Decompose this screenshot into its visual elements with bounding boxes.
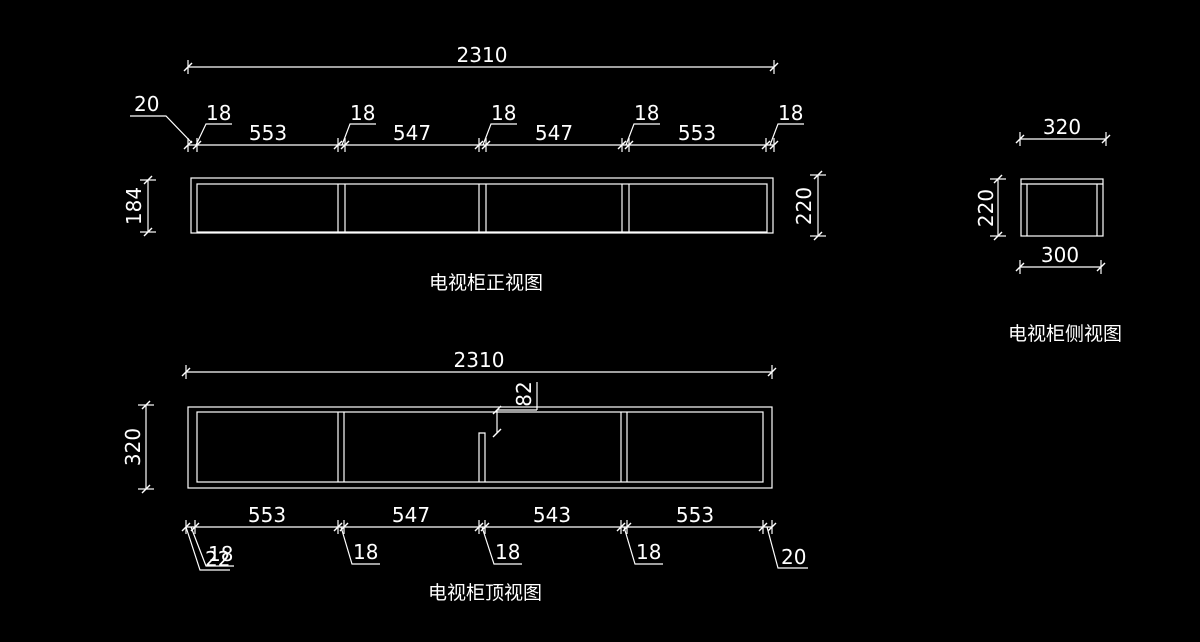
side-bottom-depth-label: 300 <box>1041 243 1079 267</box>
front-panel-2-label: 18 <box>350 101 375 125</box>
front-left-offset-label: 20 <box>134 92 159 116</box>
top-depth-label: 320 <box>121 428 145 466</box>
top-overall-width-label: 2310 <box>454 348 505 372</box>
front-overall-height-dimension: 220 <box>792 170 826 241</box>
top-bay-1-label: 553 <box>248 503 286 527</box>
side-height-dimension: 220 <box>974 174 1006 241</box>
top-cabinet-outline <box>187 406 773 489</box>
front-leader-labels: 20 18 18 18 18 18 <box>130 92 804 146</box>
top-bay-2-label: 547 <box>392 503 430 527</box>
top-left-thickness-label: 18 <box>208 542 233 566</box>
side-view: 320 220 300 电视柜侧视图 <box>974 115 1122 345</box>
front-cabinet-outline <box>190 177 774 234</box>
side-view-title: 电视柜侧视图 <box>1008 323 1122 345</box>
top-depth-dimension: 320 <box>121 400 154 494</box>
top-left-offset-label: 22 <box>205 547 230 571</box>
side-top-depth-label: 320 <box>1043 115 1081 139</box>
front-bay-2-label: 547 <box>393 121 431 145</box>
top-notch-dimension: 82 <box>492 381 538 438</box>
front-view-title: 电视柜正视图 <box>429 272 543 294</box>
side-top-depth-dimension: 320 <box>1015 115 1111 146</box>
front-inner-height-dimension: 184 <box>122 175 156 237</box>
front-panel-5-label: 18 <box>778 101 803 125</box>
top-view: 2310 82 320 <box>121 348 808 604</box>
front-panel-3-label: 18 <box>491 101 516 125</box>
side-bottom-depth-dimension: 300 <box>1015 243 1106 274</box>
front-inner-height-label: 184 <box>122 187 146 225</box>
top-panel-1-label: 18 <box>353 540 378 564</box>
front-view: 2310 553 547 547 <box>122 43 826 294</box>
top-bay-dimension-chain: 553 547 543 553 <box>181 503 777 534</box>
front-panel-4-label: 18 <box>634 101 659 125</box>
front-overall-height-label: 220 <box>792 187 816 225</box>
top-notch-label: 82 <box>512 381 536 406</box>
front-bay-1-label: 553 <box>249 121 287 145</box>
top-overall-width-dimension: 2310 <box>181 348 777 379</box>
front-bay-dimension-chain: 553 547 547 553 <box>183 121 779 152</box>
front-panel-1-label: 18 <box>206 101 231 125</box>
side-cabinet-outline <box>1020 178 1104 237</box>
top-right-offset-label: 20 <box>781 545 806 569</box>
top-panel-2-label: 18 <box>495 540 520 564</box>
top-bay-3-label: 543 <box>533 503 571 527</box>
top-leader-labels: 18 22 18 18 18 20 <box>185 526 808 571</box>
front-bay-3-label: 547 <box>535 121 573 145</box>
front-bay-4-label: 553 <box>678 121 716 145</box>
top-bay-4-label: 553 <box>676 503 714 527</box>
top-view-title: 电视柜顶视图 <box>428 582 542 604</box>
side-height-label: 220 <box>974 189 998 227</box>
front-overall-width-label: 2310 <box>457 43 508 67</box>
top-panel-3-label: 18 <box>636 540 661 564</box>
front-overall-width-dimension: 2310 <box>183 43 779 74</box>
